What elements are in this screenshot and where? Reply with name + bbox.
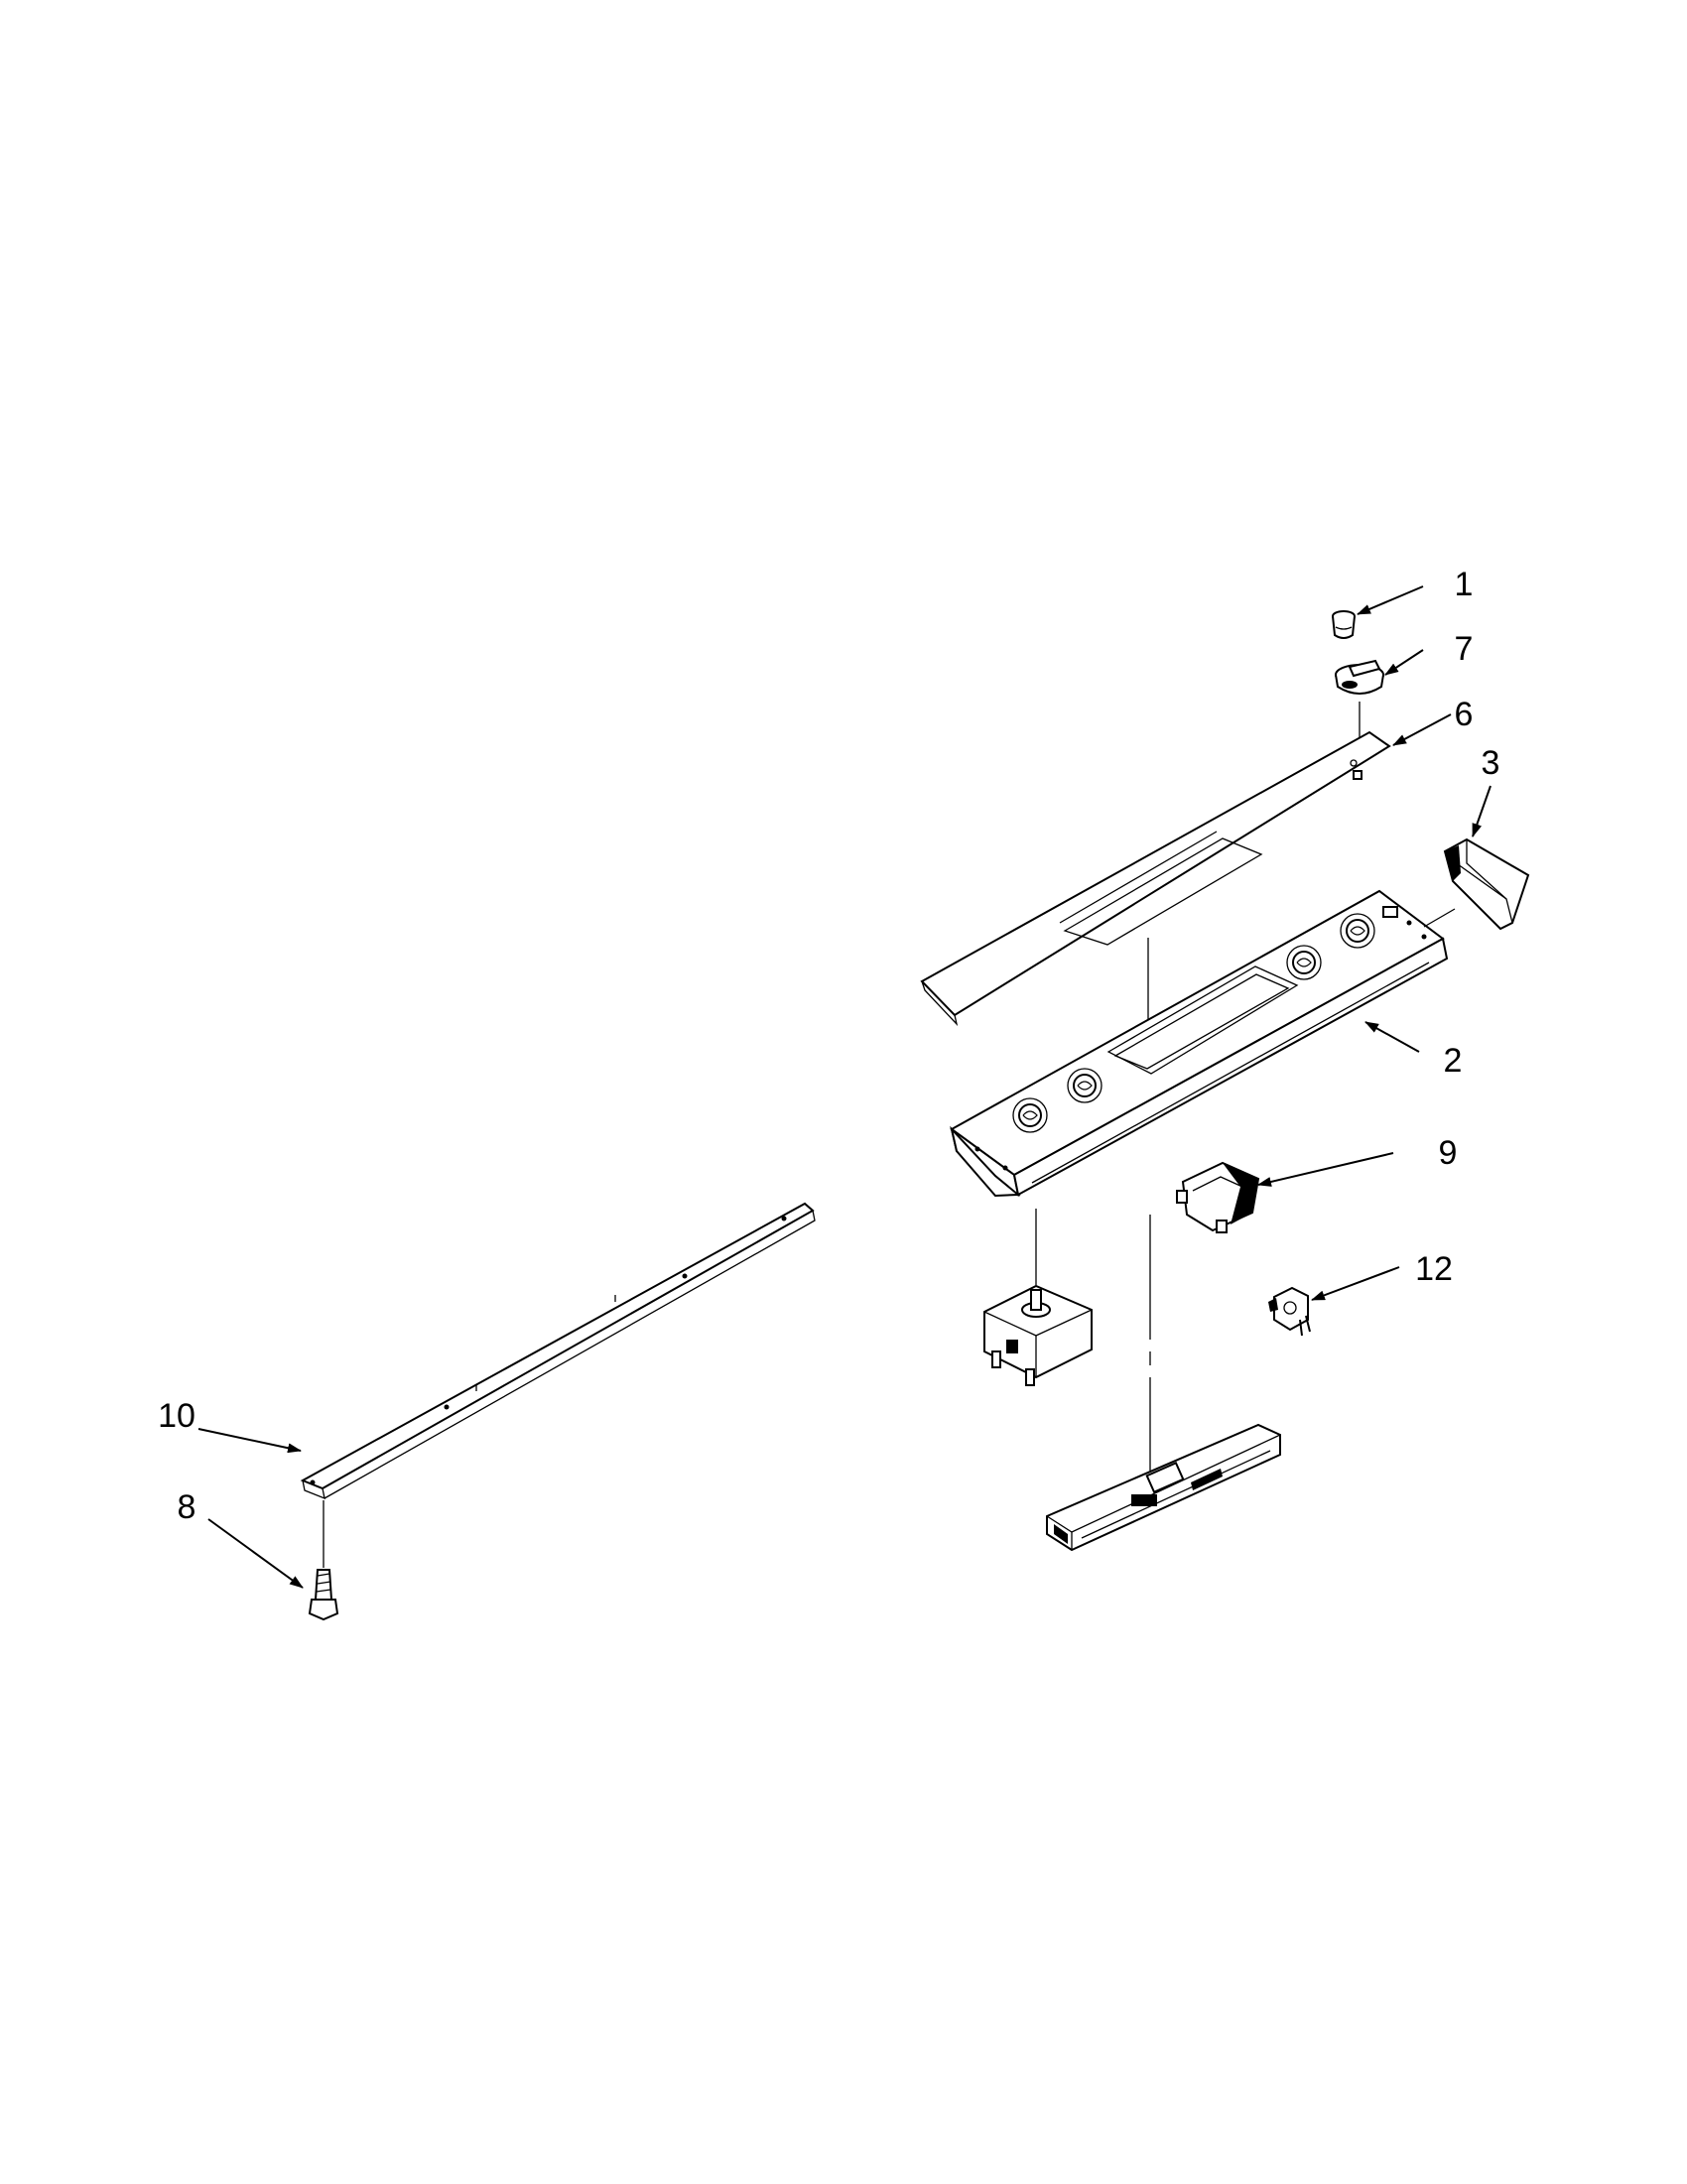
callout-7: 7: [1455, 630, 1474, 668]
leader-10: [197, 1428, 302, 1454]
part-12-small-switch: [1268, 1286, 1311, 1337]
leader-1: [1357, 585, 1424, 615]
part-1-knob-cap: [1332, 610, 1356, 639]
callout-2: 2: [1444, 1042, 1463, 1080]
panel-dial-3: [1286, 945, 1322, 980]
electronic-control-board: [1046, 1423, 1281, 1552]
panel-dial-1: [1012, 1097, 1048, 1133]
panel-dial-4: [1340, 913, 1375, 949]
callout-6: 6: [1455, 696, 1474, 733]
callout-10: 10: [158, 1397, 195, 1435]
part-9-rocker-switch: [1176, 1161, 1260, 1233]
part-6-console-overlay: [920, 730, 1391, 1027]
leader-9: [1257, 1152, 1394, 1187]
leader-12: [1311, 1266, 1400, 1301]
callout-9: 9: [1439, 1134, 1458, 1172]
part-2-control-panel: [950, 889, 1449, 1198]
leader-8: [207, 1518, 304, 1589]
leader-3: [1472, 785, 1492, 837]
part-7-control-knob: [1335, 659, 1384, 695]
leader-7: [1384, 649, 1424, 676]
part-3-end-cap: [1443, 837, 1530, 931]
panel-dial-2: [1067, 1068, 1103, 1103]
infinite-switch: [983, 1209, 1093, 1386]
callout-3: 3: [1482, 744, 1500, 782]
callout-8: 8: [178, 1488, 196, 1526]
callout-12: 12: [1415, 1250, 1453, 1288]
part-10-support-rail: [300, 1202, 816, 1500]
leader-6: [1392, 713, 1452, 746]
leader-2: [1364, 1021, 1420, 1053]
part-8-screw: [308, 1569, 339, 1621]
callout-1: 1: [1455, 566, 1474, 603]
